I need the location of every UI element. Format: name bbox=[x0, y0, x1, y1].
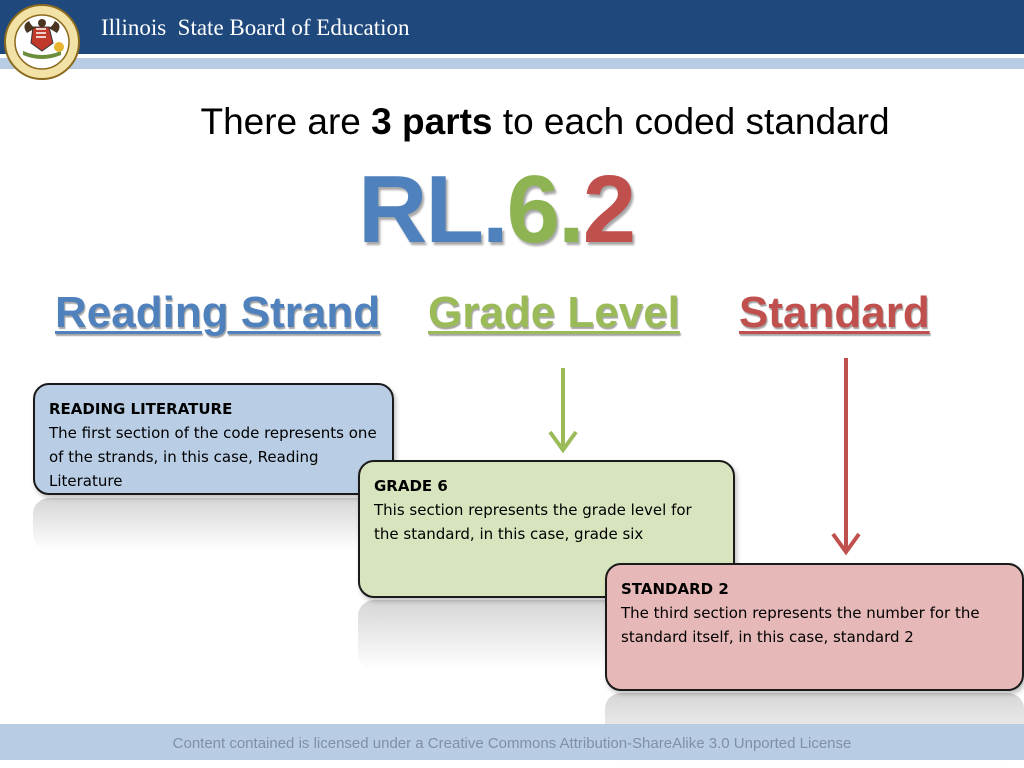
standard-code: RL.6.2 bbox=[358, 162, 636, 258]
card-title: READING LITERATURE bbox=[49, 400, 233, 418]
header-stripe bbox=[0, 58, 1024, 69]
card-standard-2: STANDARD 2 The third section represents … bbox=[605, 563, 1024, 691]
card-body: The first section of the code represents… bbox=[49, 424, 377, 490]
card-body: The third section represents the number … bbox=[621, 604, 980, 646]
code-grade: 6. bbox=[506, 156, 585, 263]
card-reflection-reading bbox=[33, 498, 394, 550]
card-title: STANDARD 2 bbox=[621, 580, 729, 598]
footer-bar bbox=[0, 724, 1024, 760]
license-notice: Content contained is licensed under a Cr… bbox=[172, 735, 852, 752]
label-reading-strand: Reading Strand bbox=[55, 288, 381, 337]
red-arrow-icon bbox=[831, 358, 861, 556]
green-arrow-icon bbox=[548, 368, 578, 454]
headline-bold: 3 parts bbox=[371, 101, 493, 142]
page-headline: There are 3 parts to each coded standard bbox=[0, 101, 1024, 143]
headline-suffix: to each coded standard bbox=[492, 101, 890, 142]
card-title: GRADE 6 bbox=[374, 477, 448, 495]
label-standard: Standard bbox=[739, 288, 930, 337]
card-reading-literature: READING LITERATURE The first section of … bbox=[33, 383, 394, 495]
illinois-seal-logo bbox=[4, 4, 80, 80]
code-standard: 2 bbox=[582, 156, 636, 263]
headline-prefix: There are bbox=[200, 101, 372, 142]
label-grade-level: Grade Level bbox=[428, 288, 680, 337]
header-bar bbox=[0, 0, 1024, 54]
card-body: This section represents the grade level … bbox=[374, 501, 692, 543]
code-strand: RL. bbox=[358, 156, 509, 263]
header-title: Illinois State Board of Education bbox=[101, 15, 410, 40]
card-grade-6: GRADE 6 This section represents the grad… bbox=[358, 460, 735, 598]
